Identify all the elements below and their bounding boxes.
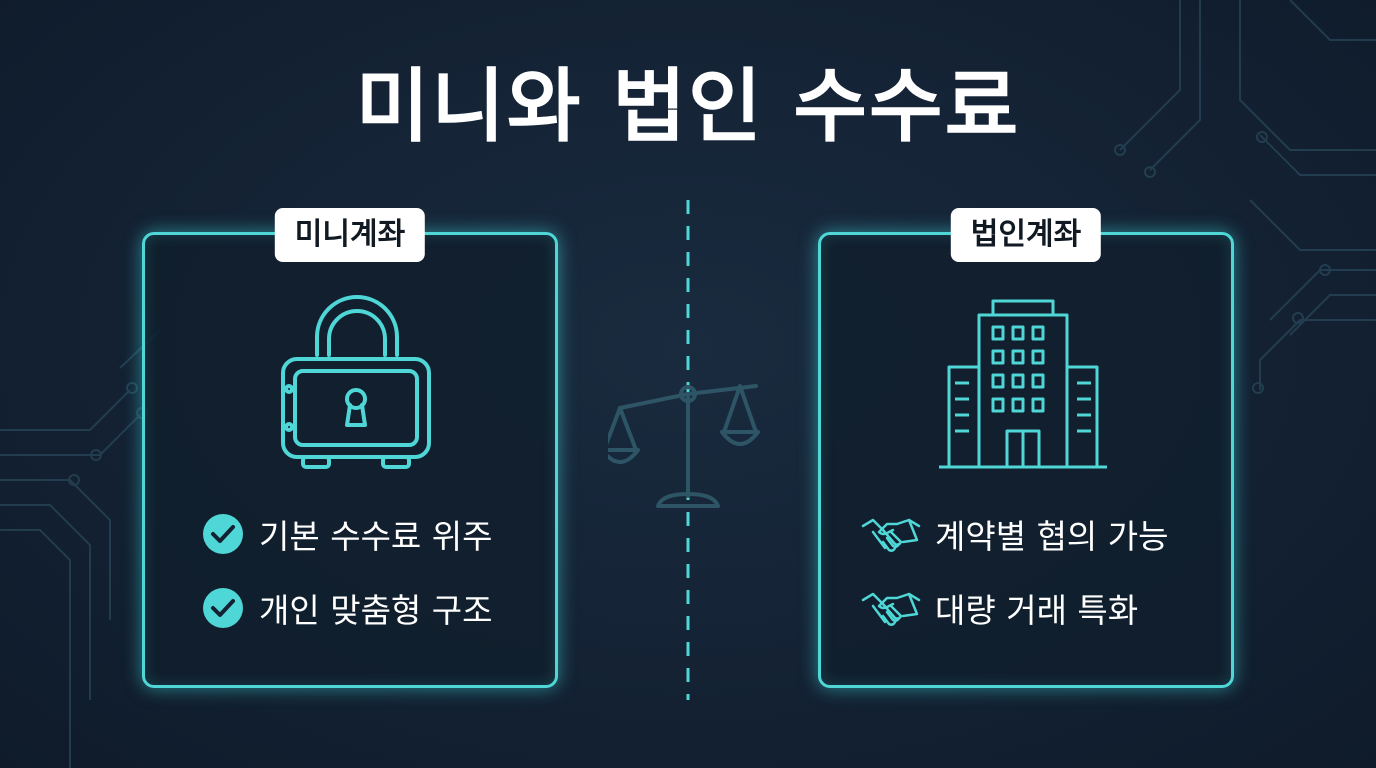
corporate-account-label: 법인계좌 — [950, 208, 1102, 262]
feature-text: 대량 거래 특화 — [935, 591, 1139, 630]
handshake-icon — [861, 592, 921, 626]
feature-text: 개인 맞춤형 구조 — [259, 591, 493, 630]
mini-account-card: 미니계좌 기본 수수료 위주 — [142, 208, 558, 688]
page-title: 미니와 법인 수수료 — [355, 60, 1021, 153]
feature-text: 계약별 협의 가능 — [935, 517, 1169, 556]
check-circle-icon — [203, 588, 243, 628]
balance-scale-icon — [608, 384, 760, 508]
corporate-account-features: 계약별 협의 가능 대량 거래 특화 — [821, 497, 1271, 645]
center-divider — [686, 200, 690, 700]
padlock-safe-icon — [281, 295, 431, 469]
feature-text: 기본 수수료 위주 — [259, 517, 493, 556]
feature-item: 개인 맞춤형 구조 — [201, 571, 611, 645]
corporate-account-card: 법인계좌 — [818, 208, 1234, 688]
feature-item: 대량 거래 특화 — [861, 571, 1271, 645]
handshake-icon — [861, 518, 921, 552]
office-building-icon — [939, 299, 1107, 469]
check-circle-icon — [203, 514, 243, 554]
feature-item: 기본 수수료 위주 — [201, 497, 611, 571]
mini-account-label: 미니계좌 — [274, 208, 426, 262]
feature-item: 계약별 협의 가능 — [861, 497, 1271, 571]
mini-account-features: 기본 수수료 위주 개인 맞춤형 구조 — [145, 497, 611, 645]
